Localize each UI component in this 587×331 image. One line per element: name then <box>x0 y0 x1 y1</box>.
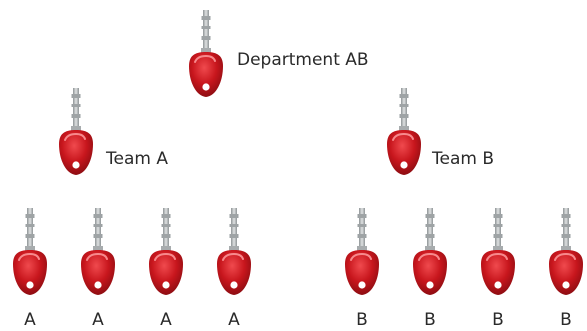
member-label: B <box>424 310 436 330</box>
root-label: Department AB <box>237 50 369 70</box>
key-icon <box>548 207 584 296</box>
key-icon <box>188 9 224 98</box>
member-label: B <box>492 310 504 330</box>
member-label: A <box>160 310 172 330</box>
member-label: A <box>228 310 240 330</box>
key-icon <box>480 207 516 296</box>
key-icon <box>344 207 380 296</box>
team-b-label: Team B <box>432 149 494 169</box>
member-label: A <box>92 310 104 330</box>
key-icon <box>80 207 116 296</box>
key-icon <box>12 207 48 296</box>
key-icon <box>148 207 184 296</box>
key-icon <box>216 207 252 296</box>
key-icon <box>386 87 422 176</box>
member-label: B <box>560 310 572 330</box>
key-icon <box>58 87 94 176</box>
key-icon <box>412 207 448 296</box>
team-a-label: Team A <box>106 149 168 169</box>
member-label: A <box>24 310 36 330</box>
member-label: B <box>356 310 368 330</box>
